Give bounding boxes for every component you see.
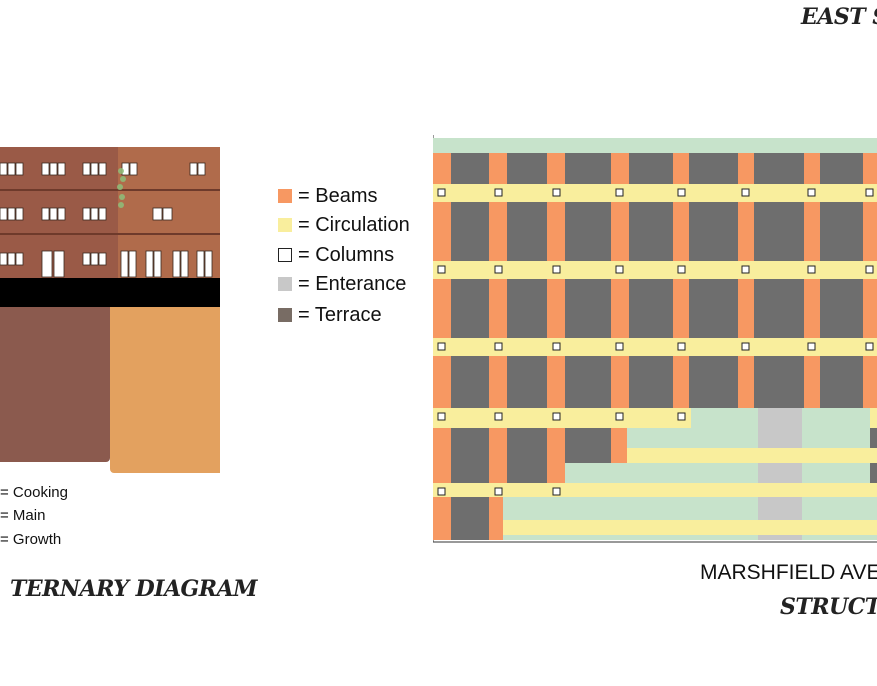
- legend-enterance: = Enterance: [278, 273, 406, 295]
- circulation-swatch: [278, 218, 292, 232]
- legend-circulation: = Circulation: [278, 214, 410, 236]
- legend-terrace-label: = Terrace: [298, 303, 382, 326]
- ternary-band: [0, 278, 220, 307]
- legend-columns-label: = Columns: [298, 243, 395, 266]
- beams-swatch: [278, 189, 292, 203]
- cooking-zone: [0, 307, 110, 462]
- enterance-swatch: [278, 277, 292, 291]
- ternary-title: TERNARY DIAGRAM: [10, 576, 258, 602]
- entrance-areas: [758, 408, 802, 540]
- legend-enterance-label: = Enterance: [298, 272, 407, 295]
- legend-cooking: = Cooking: [0, 484, 68, 501]
- growth-zone: [110, 307, 220, 473]
- legend-columns: = Columns: [278, 244, 394, 266]
- legend-terrace: = Terrace: [278, 304, 382, 326]
- legend-main: = Main: [0, 507, 46, 524]
- legend-beams-label: = Beams: [298, 184, 378, 207]
- circulation-bands: [433, 184, 877, 535]
- terrace-swatch: [278, 308, 292, 322]
- structure-plan: [433, 135, 877, 543]
- columns: [437, 188, 874, 496]
- building-elevation-drawing: [0, 147, 220, 278]
- legend-growth: = Growth: [0, 531, 62, 548]
- structure-title: STRUCTU: [780, 594, 877, 620]
- legend-circulation-label: = Circulation: [298, 213, 410, 236]
- beams: [433, 153, 877, 540]
- columns-swatch: [278, 248, 292, 262]
- legend-beams: = Beams: [278, 185, 377, 207]
- page-title: EAST SA: [801, 4, 877, 30]
- street-label: MARSHFIELD AVE: [700, 561, 877, 584]
- building-elevation: [0, 147, 220, 278]
